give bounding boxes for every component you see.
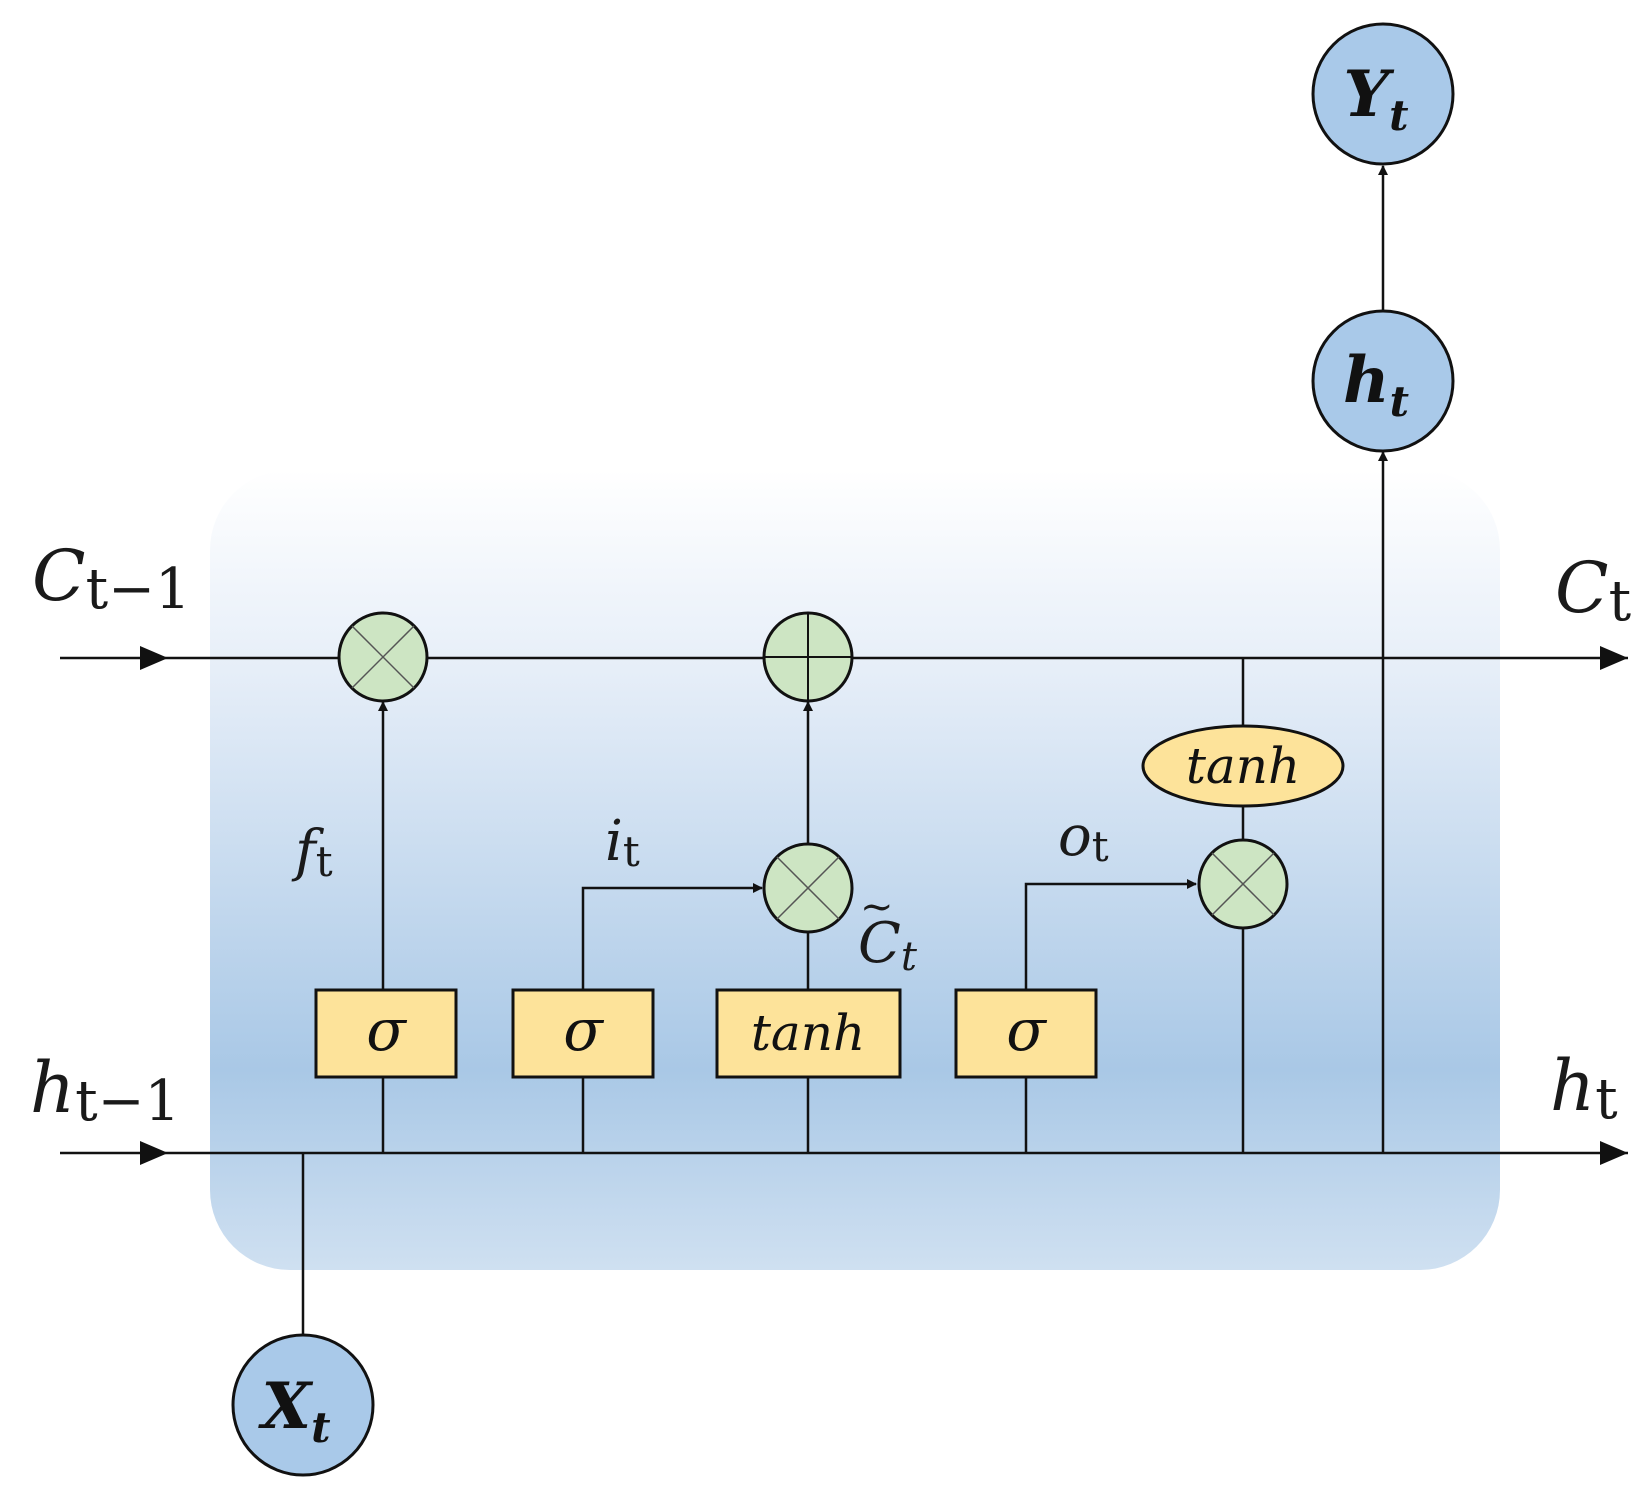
output-label: ot [1058,804,1109,871]
svg-text:Xt: Xt [257,1369,330,1452]
output-gate-symbol: σ [1006,996,1047,1064]
forget-gate-symbol: σ [366,996,407,1064]
candidate-label: ~ Ct [858,884,918,980]
y-output-node: Yt [1311,22,1455,166]
cell-state-out-arrow [1600,646,1628,670]
output-wire-route [1024,879,1197,990]
input-wire-route [581,883,763,990]
output-gate: σ [954,988,1098,1079]
cell-in-label: Ct−1 [32,535,191,622]
x-node-main: X [257,1369,313,1444]
input-gate-symbol: σ [563,996,604,1064]
output-multiply-op [1197,838,1289,930]
forget-multiply-op [337,611,429,703]
svg-text:ht: ht [1343,343,1409,426]
x-input-node: Xt [231,1333,375,1477]
hidden-out-label: ht [1550,1045,1618,1132]
hidden-in-label: ht−1 [30,1047,180,1134]
lstm-cell-background [210,470,1500,1270]
svg-text:Ct: Ct [858,911,918,980]
y-node-sub: t [1389,91,1408,140]
svg-text:Yt: Yt [1343,57,1408,140]
hidden-state-in-arrow [140,1141,168,1165]
h-node-main: h [1343,343,1390,418]
forget-gate: σ [314,988,458,1079]
h-output-node: ht [1311,309,1455,453]
svg-text:~: ~ [860,884,894,930]
cell-out-label: Ct [1555,547,1632,634]
y-node-main: Y [1343,57,1394,132]
h-node-sub: t [1390,377,1409,426]
cell-tanh-symbol: tanh [1186,737,1300,795]
cell-tanh: tanh [1141,724,1345,808]
candidate-gate: tanh [715,988,902,1079]
input-gate: σ [511,988,655,1079]
candidate-gate-symbol: tanh [751,1004,865,1062]
x-node-sub: t [311,1403,330,1452]
input-multiply-op [762,842,854,934]
input-label: it [605,809,640,876]
hidden-state-out-arrow [1600,1141,1628,1165]
cell-add-op [762,611,854,703]
cell-state-in-arrow [140,646,168,670]
